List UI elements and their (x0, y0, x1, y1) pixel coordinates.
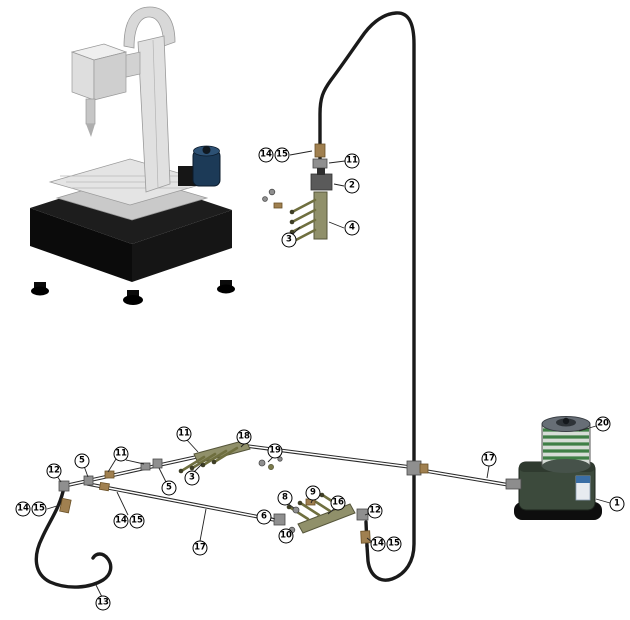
reservoir-base (542, 459, 590, 473)
callout-14: 14 (370, 536, 386, 552)
callout-8: 8 (277, 490, 293, 506)
metering-nozzle (292, 228, 317, 243)
pipe-bottom-long-core (87, 483, 281, 522)
nozzle-tip (211, 459, 217, 465)
tee-fitting (152, 458, 163, 469)
small-fitting (258, 459, 266, 467)
pump-unit (505, 416, 602, 520)
callout-10: 10 (278, 528, 294, 544)
nozzle-tip (286, 504, 292, 510)
small-fitting (268, 464, 274, 470)
callout-12: 12 (46, 463, 62, 479)
metering-nozzle (203, 449, 228, 466)
machine-foot (34, 282, 46, 290)
callout-17: 17 (481, 451, 497, 467)
callout-12: 12 (367, 503, 383, 519)
metering-nozzle (181, 455, 206, 472)
callout-2: 2 (344, 178, 360, 194)
check-valve-fitting (292, 506, 300, 514)
callout-15: 15 (274, 147, 290, 163)
callout-18: 18 (236, 429, 252, 445)
nozzle-tip (178, 468, 184, 474)
nozzle-tip (289, 219, 295, 225)
machine-base-left (30, 208, 132, 282)
spindle-tip (86, 124, 95, 137)
main-tee-assembly (406, 460, 429, 476)
pump-label-band (576, 476, 590, 483)
machine-foot-pad (31, 286, 49, 296)
metering-nozzle (214, 446, 239, 463)
nozzle-tip (189, 465, 195, 471)
machine-base-right (132, 210, 232, 282)
union-fitting (140, 462, 151, 471)
distributor-manifold (313, 191, 328, 240)
distributor-manifold (297, 503, 356, 534)
callout-5: 5 (74, 453, 90, 469)
motor-cap-center (202, 146, 211, 154)
callout-3: 3 (184, 470, 200, 486)
callout-13: 13 (95, 595, 111, 611)
machine-foot (220, 280, 232, 288)
metering-nozzle (300, 502, 321, 517)
callout-4: 4 (344, 220, 360, 236)
machine-foot-pad (217, 284, 235, 294)
column-edge (152, 39, 159, 189)
elbow-fitting (273, 513, 286, 526)
metering-nozzle (292, 198, 317, 213)
nozzle-tip (289, 209, 295, 215)
manifold-top-assembly (262, 143, 333, 245)
metering-nozzle (192, 452, 217, 469)
callout-15: 15 (129, 513, 145, 529)
callout-20: 20 (595, 416, 611, 432)
table-slots (60, 175, 200, 189)
reservoir-knob (562, 417, 570, 425)
junction-stem (317, 168, 325, 175)
compression-fitting (314, 143, 326, 158)
callout-16: 16 (330, 495, 346, 511)
callout-15: 15 (31, 501, 47, 517)
metering-nozzle (311, 498, 332, 513)
callout-11: 11 (113, 446, 129, 462)
machine-column (137, 35, 171, 193)
callout-11: 11 (176, 426, 192, 442)
compression-fitting (98, 481, 110, 492)
callout-14: 14 (258, 147, 274, 163)
machine-foot-pad (123, 295, 143, 305)
machine-illustration (30, 6, 235, 305)
elbow-fitting (58, 480, 70, 492)
small-fitting (273, 202, 283, 209)
callout-15: 15 (386, 536, 402, 552)
leader-lines (46, 150, 611, 598)
callout-19: 19 (267, 443, 283, 459)
head-side (93, 51, 127, 101)
callout-17: 17 (192, 540, 208, 556)
callout-5: 5 (161, 480, 177, 496)
small-fitting (262, 196, 268, 202)
metering-nozzle (292, 208, 317, 223)
nozzle-tip (297, 500, 303, 506)
union-fitting (104, 470, 115, 479)
main-tube-loop (318, 11, 416, 582)
callout-9: 9 (305, 485, 321, 501)
pipe-to-pump-core (419, 469, 510, 486)
compression-fitting (360, 530, 371, 544)
pump-outlet-fitting (505, 478, 522, 490)
machine-foot (127, 290, 139, 299)
callout-14: 14 (113, 513, 129, 529)
callout-1: 1 (609, 496, 625, 512)
compression-fitting (419, 463, 429, 474)
tube-left-drop-loop (34, 485, 113, 589)
tee-fitting (83, 475, 94, 486)
small-fitting (277, 456, 283, 462)
nozzle-tip (319, 492, 325, 498)
compression-fitting (59, 497, 72, 514)
callout-14: 14 (15, 501, 31, 517)
callout-3: 3 (281, 232, 297, 248)
callout-11: 11 (344, 153, 360, 169)
callout-6: 6 (256, 509, 272, 525)
small-fitting (268, 188, 276, 196)
